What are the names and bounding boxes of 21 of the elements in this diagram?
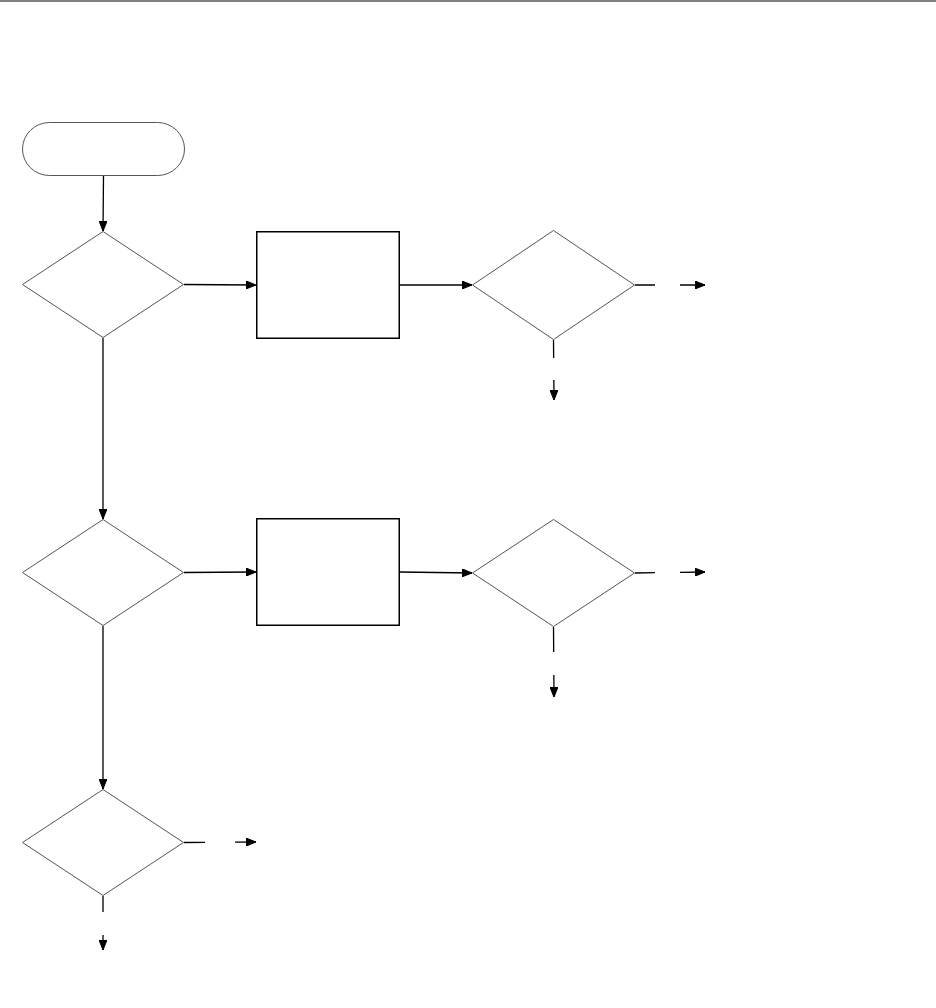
decision-diamond: [472, 230, 635, 340]
arrow: [183, 280, 257, 290]
arrow: [549, 626, 559, 698]
arrow: [549, 339, 559, 401]
decision-diamond: [22, 519, 184, 626]
decision-diamond: [472, 519, 635, 627]
arrow: [98, 337, 108, 520]
process-box: [256, 518, 400, 626]
decision-diamond: [22, 789, 184, 896]
arrow: [399, 280, 473, 290]
arrow: [399, 568, 473, 578]
arrow: [634, 567, 706, 577]
arrow: [183, 567, 257, 577]
terminator-shape: [22, 122, 185, 176]
arrow: [634, 280, 706, 290]
decision-diamond: [22, 231, 184, 338]
process-box: [256, 231, 400, 339]
arrow: [98, 895, 108, 951]
arrow: [98, 625, 108, 790]
arrow: [183, 837, 257, 847]
arrow: [98, 175, 108, 232]
